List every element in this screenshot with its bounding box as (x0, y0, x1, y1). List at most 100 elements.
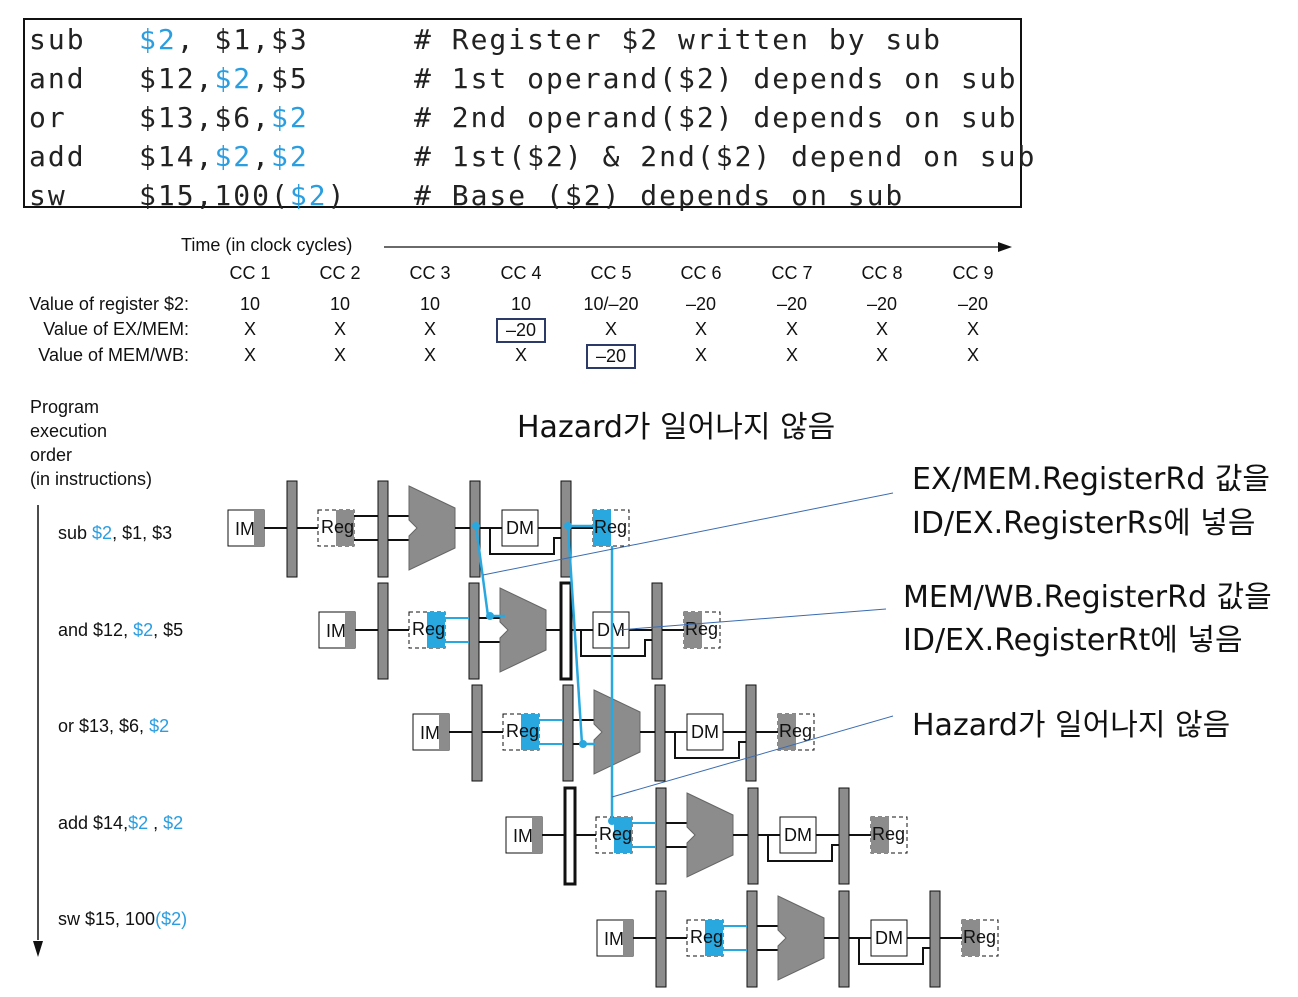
timeline-value: X (966, 345, 979, 365)
code-opcode: or (29, 101, 67, 134)
code-listing: sub$2, $1,$3# Register $2 written by sub… (23, 18, 1034, 212)
reg-read-shade (336, 510, 354, 546)
timeline-value: X (604, 319, 617, 339)
timeline-title: Time (in clock cycles) (181, 235, 353, 255)
dm-box (779, 816, 817, 854)
callout-line-exmem (482, 492, 894, 576)
bypass-wire (767, 835, 839, 862)
bypass-wire (674, 732, 746, 759)
timeline-value: X (875, 319, 888, 339)
instruction-text: , $1, $3 (112, 523, 173, 543)
register-highlight: $2 (149, 716, 170, 736)
pipeline-register (286, 480, 298, 578)
timeline-value: –20 (957, 294, 989, 314)
cycle-label: CC 9 (952, 263, 994, 283)
instruction-text: sw $15, 100 (58, 909, 156, 929)
reg-read-label: Reg (412, 619, 445, 639)
timeline-value: X (514, 345, 527, 365)
pipeline-register (745, 684, 757, 782)
reg-write-label: Reg (963, 927, 996, 947)
pipeline-register (559, 581, 573, 681)
dm-box (501, 509, 539, 547)
timeline-value: X (785, 345, 798, 365)
annotation-no-hazard-bottom: Hazard가 일어나지 않음 (912, 708, 1231, 743)
timeline-value: X (243, 319, 256, 339)
reg-write-label: Reg (685, 619, 718, 639)
bypass-wire (580, 630, 652, 657)
cycle-label: CC 4 (500, 263, 542, 283)
cycle-label: CC 8 (861, 263, 903, 283)
cycle-label: CC 3 (409, 263, 451, 283)
dm-box (686, 713, 724, 751)
dm-box (870, 919, 908, 957)
reg-read-shade (521, 714, 539, 750)
instruction-text: or $13, $6, (58, 716, 150, 736)
reg-write-label: Reg (594, 517, 627, 537)
forward-node (579, 740, 587, 748)
program-order-label-line: Program (30, 397, 100, 417)
im-label: IM (604, 929, 624, 949)
register-highlight: ($2) (155, 909, 188, 929)
operand-text: ,$5 (252, 62, 309, 95)
program-order-label-line: execution (30, 421, 108, 441)
timeline-value: X (333, 319, 346, 339)
im-box-shade (532, 817, 542, 853)
reg-write-shade (962, 920, 980, 956)
dm-label: DM (691, 722, 719, 742)
annotation-memwb-line2: ID/EX.RegisterRt에 넣음 (903, 623, 1243, 658)
callout-lines (482, 492, 894, 798)
pipeline-register (471, 684, 483, 782)
register-highlight: $2 (271, 101, 309, 134)
pipeline-register (377, 582, 389, 680)
reg-read-label: Reg (599, 824, 632, 844)
timeline-row-label: Value of EX/MEM: (43, 319, 189, 339)
cycle-label: CC 1 (229, 263, 271, 283)
instruction-label: and $12, $2, $5 (58, 620, 183, 641)
instruction-text: add $14, (58, 813, 129, 833)
timeline-row-label: Value of register $2: (29, 294, 189, 314)
forwarding-paths (472, 522, 616, 825)
timeline-value: X (875, 345, 888, 365)
timeline-value: 10 (419, 294, 441, 314)
code-operands: $15,100($2) (139, 178, 414, 214)
instruction-label: or $13, $6, $2 (58, 716, 169, 737)
pipeline-row-4: IM Reg DM Reg (505, 786, 908, 886)
cycle-label: CC 7 (771, 263, 813, 283)
bypass-wire (489, 528, 561, 555)
pipeline-register (654, 684, 666, 782)
program-order-label-line: (in instructions) (30, 469, 153, 489)
code-opcode: and (29, 62, 86, 95)
code-operands: $12,$2,$5 (139, 61, 414, 97)
instruction-text: , (148, 813, 164, 833)
reg-read-shade (705, 920, 723, 956)
time-arrow (384, 242, 1012, 252)
pipeline-register (747, 787, 759, 885)
pipeline-register (655, 890, 667, 988)
alu-shape (777, 895, 825, 981)
bypass-wire (858, 938, 930, 965)
operand-text: $13,$6, (139, 101, 272, 134)
pipeline-register (468, 582, 480, 680)
pipeline-register (929, 890, 941, 988)
timeline-value: X (785, 319, 798, 339)
code-comment: # Base ($2) depends on sub (414, 179, 905, 212)
reg-read-label: Reg (506, 721, 539, 741)
pipeline-register (562, 684, 574, 782)
operand-text: $15,100( (139, 179, 290, 212)
im-label: IM (420, 723, 440, 743)
pipeline-register (655, 787, 667, 885)
reg-write-label: Reg (872, 824, 905, 844)
alu-shape (686, 792, 734, 878)
instruction-text: and $12, (58, 620, 134, 640)
timeline-value: –20 (776, 294, 808, 314)
code-line: or$13,$6,$2# 2nd operand($2) depends on … (29, 100, 1017, 136)
cycle-label: CC 5 (590, 263, 632, 283)
im-label: IM (513, 826, 533, 846)
reg-write-shade (778, 714, 796, 750)
code-line: add$14,$2,$2# 1st($2) & 2nd($2) depend o… (29, 139, 1036, 175)
dm-label: DM (784, 825, 812, 845)
